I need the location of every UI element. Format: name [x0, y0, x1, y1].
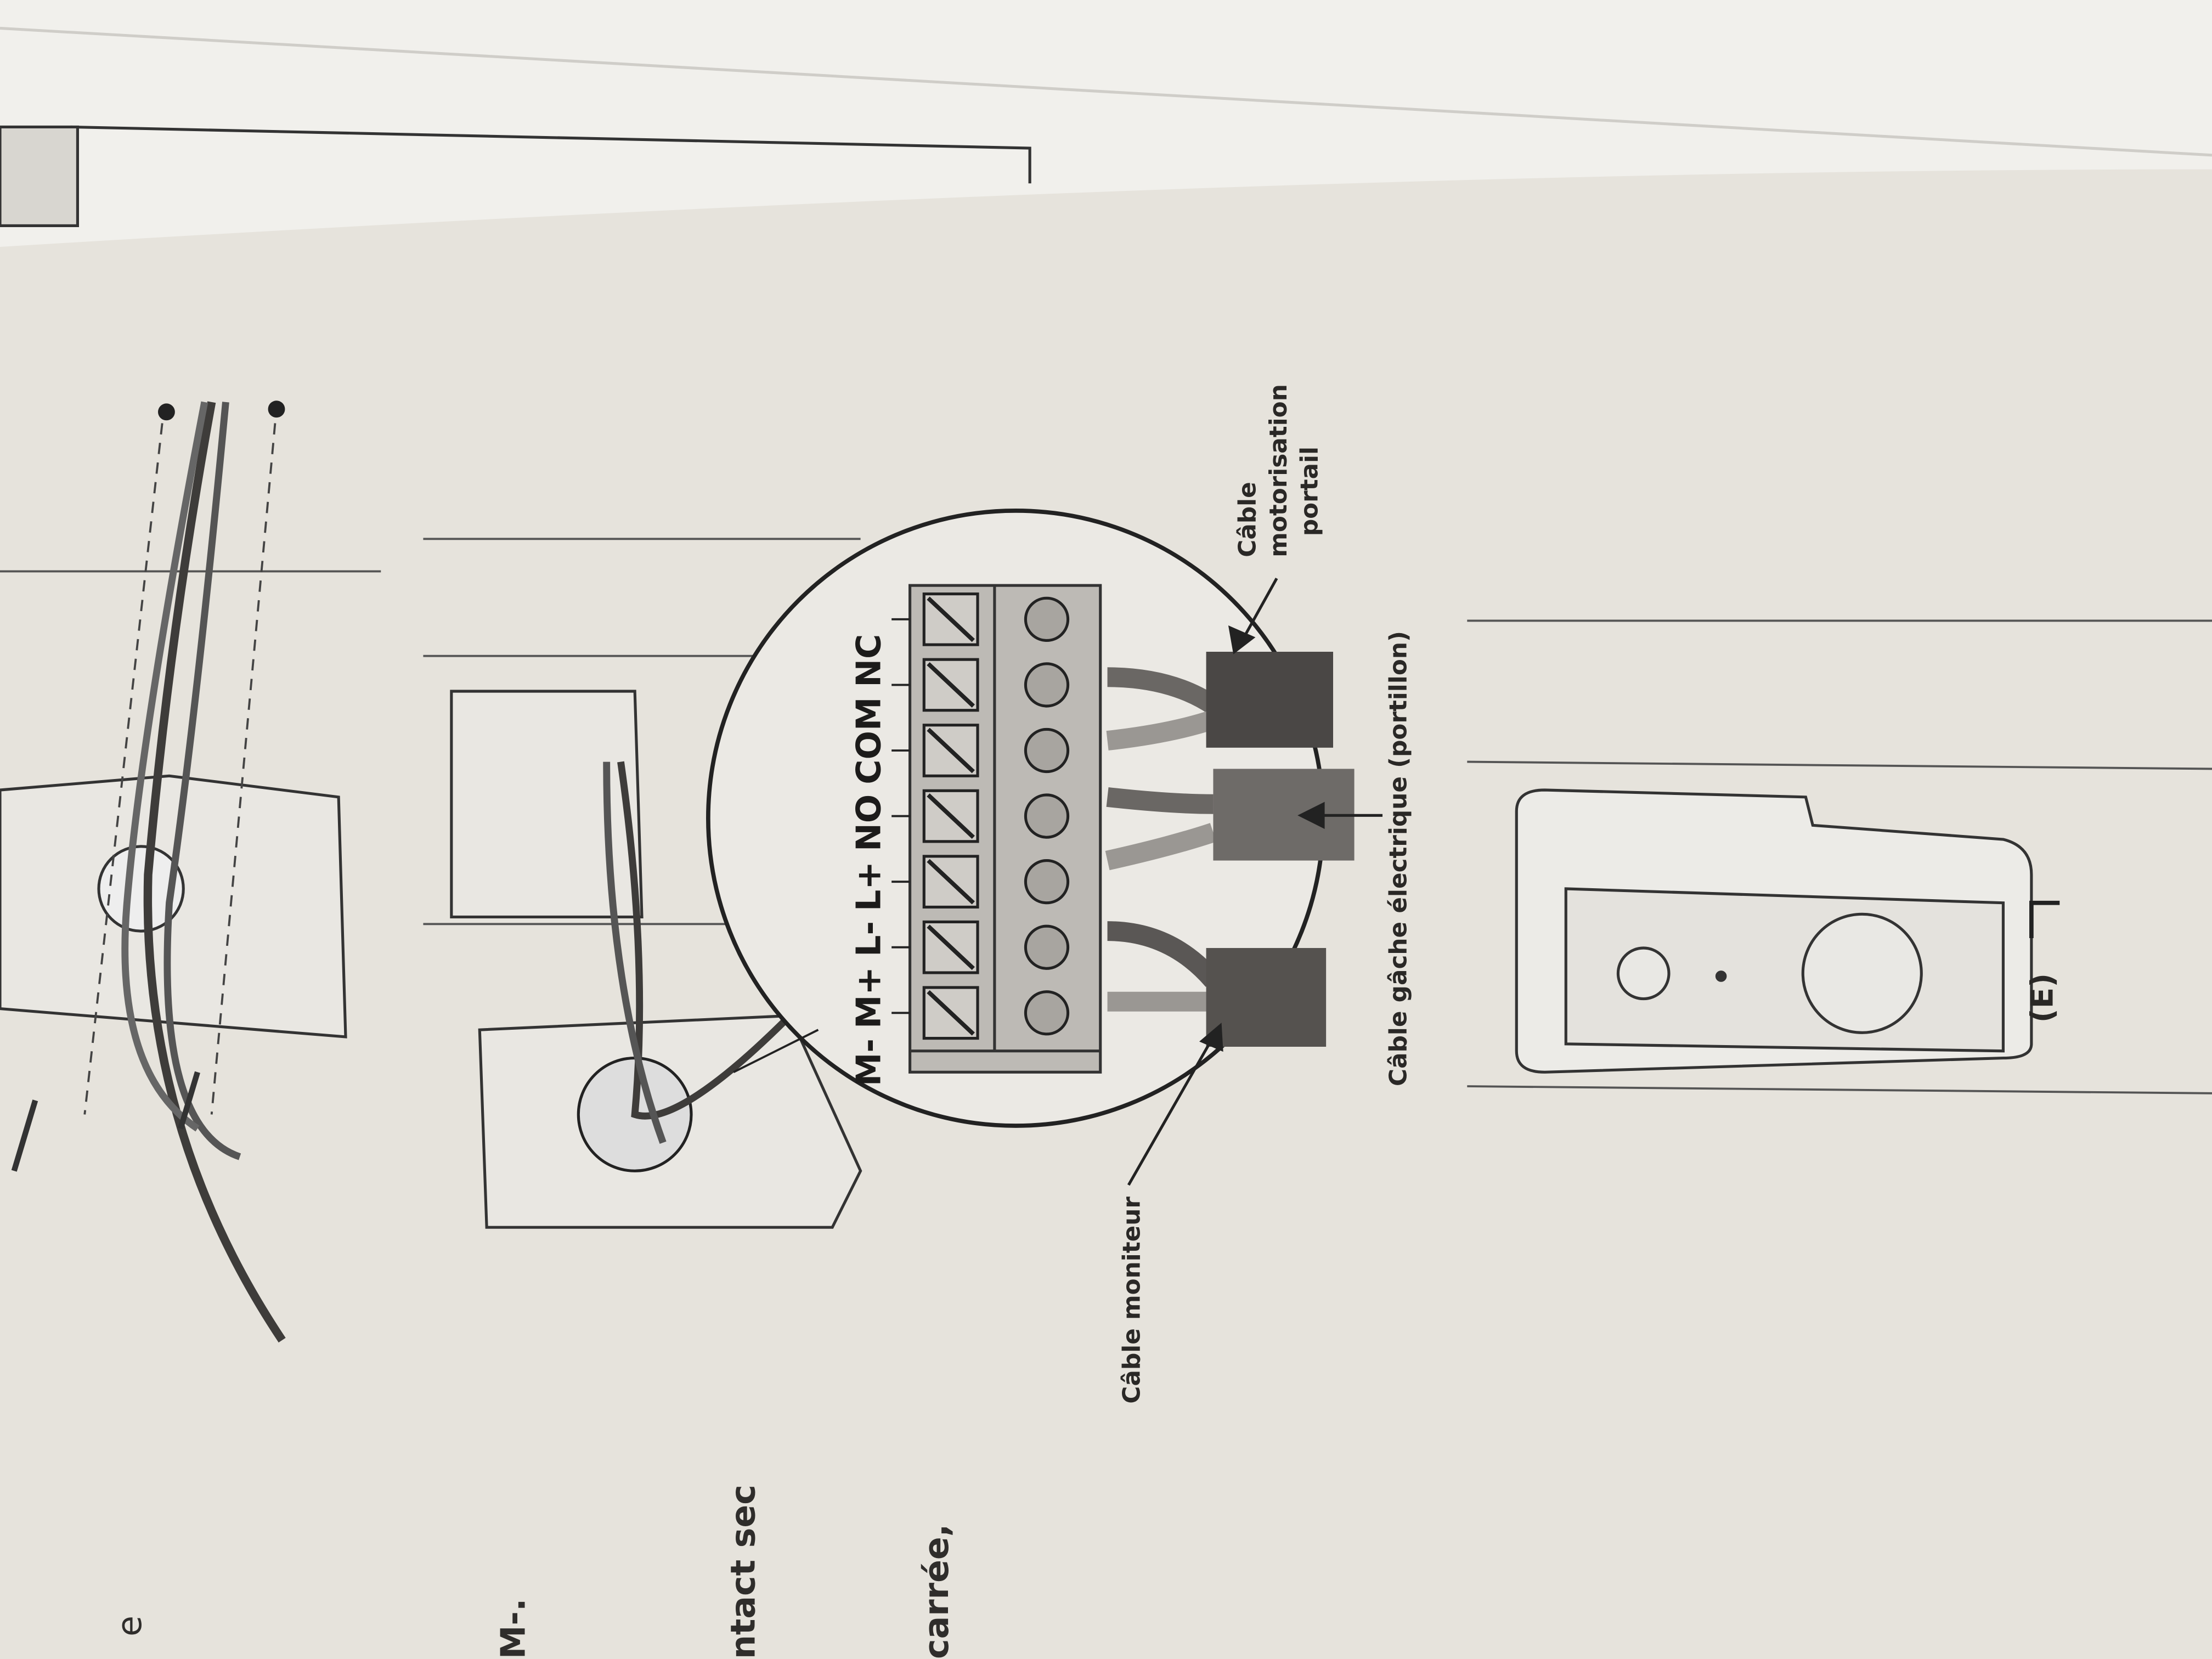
- terminal-label: NC: [849, 634, 889, 687]
- margin-text-2: M-.: [494, 1599, 533, 1659]
- slot-diagonal: [927, 596, 975, 642]
- doorbell-unit-drawing: [1515, 788, 2033, 1074]
- terminal-label: NO: [849, 794, 889, 851]
- sheet-crease: [0, 26, 2212, 157]
- small-thumbnail: [0, 125, 79, 228]
- terminal-block: [891, 584, 1102, 1074]
- margin-text-4: carrée,: [917, 1524, 956, 1659]
- monitor-cable-sheath: [1206, 948, 1327, 1047]
- slot-diagonal: [927, 662, 975, 708]
- terminal-hole: [1024, 859, 1070, 905]
- motor-cable-sheath: [1206, 652, 1333, 748]
- zoom-leader-line: [733, 1029, 819, 1074]
- slot-diagonal: [927, 990, 975, 1036]
- mounting-bracket-drawing: [0, 400, 347, 1343]
- strike-cable-label: Câble gâche électrique (portillon): [1385, 631, 1413, 1086]
- terminal-hole: [1024, 727, 1070, 774]
- slot-diagonal: [927, 924, 975, 970]
- slot-diagonal: [927, 727, 975, 774]
- monitor-cable-label: Câble moniteur: [1118, 1197, 1146, 1404]
- margin-text-3: ntact sec: [724, 1485, 763, 1659]
- cable-wires: [1105, 667, 1221, 1012]
- rotate-arrow-icon: [2029, 900, 2060, 939]
- terminal-label: L-: [849, 921, 889, 957]
- slot-diagonal: [927, 793, 975, 839]
- terminal-label: COM: [849, 697, 889, 785]
- motor-cable-label-2: motorisation: [1265, 384, 1293, 557]
- terminal-hole: [1024, 990, 1070, 1036]
- terminal-hole: [1024, 924, 1070, 970]
- terminal-label: M-: [849, 1039, 889, 1086]
- sheet-frame-line: [70, 125, 1031, 184]
- motor-cable-label-1: Câble: [1234, 482, 1262, 557]
- terminal-hole: [1024, 662, 1070, 708]
- margin-text-1: e: [110, 1616, 149, 1637]
- terminal-label: M+: [849, 967, 889, 1029]
- divider-lines: [0, 538, 2212, 1094]
- terminal-hole: [1024, 596, 1070, 642]
- wall-plate-drawing: [450, 690, 862, 1229]
- slot-diagonal: [927, 859, 975, 905]
- motor-cable-label-3: portail: [1296, 447, 1324, 536]
- callout-arrows: [1127, 578, 1383, 1186]
- terminal-label: L+: [849, 861, 889, 911]
- terminal-hole: [1024, 793, 1070, 839]
- top-sheet-edge: [0, 0, 2212, 247]
- figure-marker: (E): [2024, 973, 2060, 1023]
